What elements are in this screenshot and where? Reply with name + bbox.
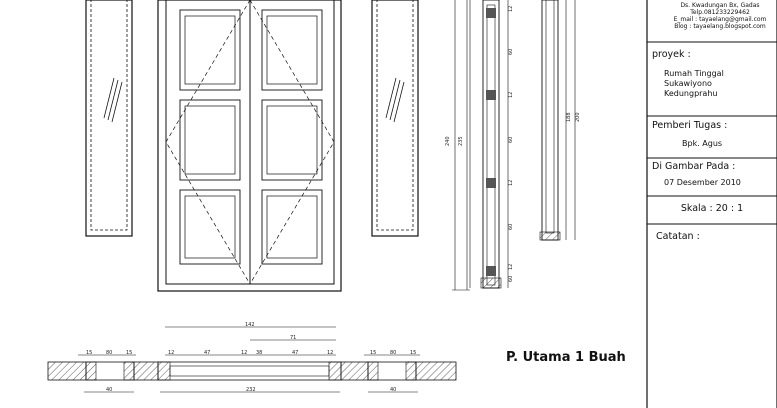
dim-vertical-side-0: 188: [566, 112, 572, 122]
address-line: Ds. Kwadungan Bx, Gadas: [680, 2, 760, 9]
window-vertical-section: [539, 0, 576, 241]
proyek-value: Rumah Tinggal Sukawiyono Kedungprahu: [664, 69, 724, 99]
dim-side-left-0: 15: [86, 350, 92, 356]
drawing-caption: P. Utama 1 Buah: [506, 350, 626, 365]
digambar-label: Di Gambar Pada :: [652, 161, 736, 172]
dim-vertical-frame-1: 60: [508, 49, 514, 55]
dim-horizontal-panels-5: 12: [327, 350, 333, 356]
proyek-label: proyek :: [652, 49, 691, 60]
dim-vertical-side-1: 200: [575, 112, 581, 122]
proyek-line: Kedungprahu: [664, 89, 718, 98]
pemberi-tugas-value: Bpk. Agus: [682, 139, 723, 148]
proyek-line: Rumah Tinggal: [664, 69, 724, 78]
dim-side-right-1: 80: [390, 350, 396, 356]
dim-vertical-frame-7: 60: [508, 276, 514, 282]
dim-bottom-1: 232: [246, 387, 256, 393]
catatan-label: Catatan :: [656, 231, 700, 242]
digambar-value: 07 Desember 2010: [664, 178, 741, 187]
dim-vertical-frame-6: 12: [508, 264, 514, 270]
dim-vertical-frame-5: 60: [508, 224, 514, 230]
address-line: Blog : tayaelang.blogspot.com: [674, 23, 766, 30]
dim-side-right-2: 15: [410, 350, 416, 356]
proyek-line: Sukawiyono: [664, 79, 712, 88]
dim-vertical-frame-2: 12: [508, 92, 514, 98]
address-line: Telp.081233229462: [690, 9, 750, 16]
dim-horizontal-panels-3: 38: [256, 350, 262, 356]
dim-horizontal-panels-0: 12: [168, 350, 174, 356]
dim-side-left-1: 80: [106, 350, 112, 356]
right-side-glass-window: [371, 0, 419, 237]
title-block-frame: [646, 0, 777, 408]
dim-vertical-main-0: 240: [445, 136, 451, 146]
dim-side-left-2: 15: [126, 350, 132, 356]
skala-text: Skala : 20 : 1: [680, 203, 744, 214]
dim-vertical-frame-4: 12: [508, 180, 514, 186]
dim-horizontal-top-1: 71: [290, 335, 296, 341]
dim-vertical-frame-3: 60: [508, 137, 514, 143]
company-address: Ds. Kwadungan Bx, Gadas Telp.08123322946…: [665, 2, 775, 30]
dim-side-right-0: 15: [370, 350, 376, 356]
pemberi-tugas-label: Pemberi Tugas :: [652, 120, 728, 131]
dim-bottom-2: 40: [390, 387, 396, 393]
dim-horizontal-panels-1: 47: [204, 350, 210, 356]
dim-horizontal-panels-4: 47: [292, 350, 298, 356]
dim-vertical-main-1: 235: [458, 136, 464, 146]
dim-horizontal-panels-2: 12: [241, 350, 247, 356]
address-line: E_mail : tayaelang@gmail.com: [673, 16, 767, 23]
main-double-door: [157, 0, 342, 292]
dim-horizontal-top-0: 142: [245, 322, 255, 328]
left-side-glass-window: [85, 0, 133, 237]
dim-vertical-frame-0: 12: [508, 6, 514, 12]
door-plan-section: [47, 326, 457, 393]
dim-bottom-0: 40: [106, 387, 112, 393]
door-vertical-section: [452, 0, 509, 291]
